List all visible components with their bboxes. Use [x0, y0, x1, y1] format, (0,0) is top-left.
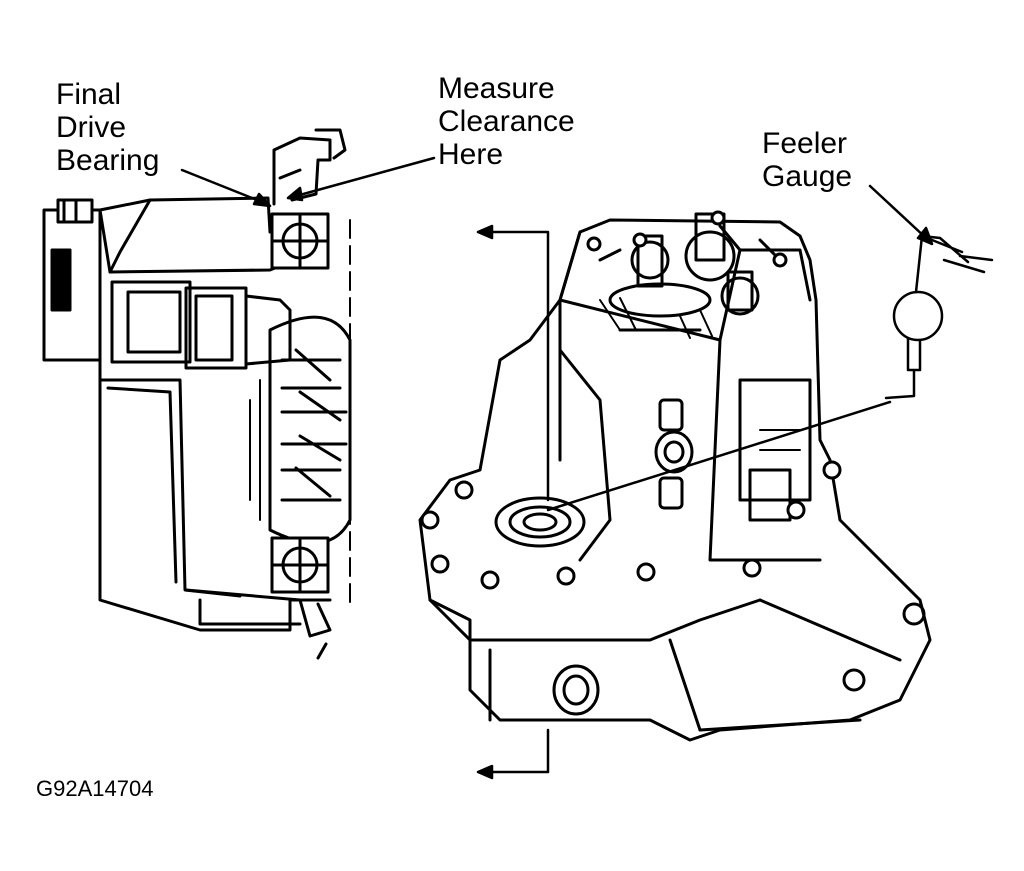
measure-clearance-line-3: Here [438, 138, 504, 171]
feeler-gauge-line-1: Feeler [762, 127, 848, 160]
final-drive-bearing-label: Final Drive Bearing [56, 78, 159, 177]
final-drive-cross-section [42, 128, 352, 660]
feeler-gauge-line-2: Gauge [762, 160, 853, 193]
measure-clearance-line-2: Clearance [438, 105, 575, 138]
figure-code: G92A14704 [36, 776, 154, 801]
feeler-gauge-label: Feeler Gauge [762, 127, 852, 193]
final-drive-bearing-line-3: Bearing [56, 144, 160, 177]
transaxle-case [418, 210, 932, 742]
measure-clearance-line-1: Measure [438, 72, 555, 105]
final-drive-bearing-line-2: Drive [56, 111, 127, 144]
feeler-gauge [546, 184, 994, 512]
leader-lines-left [180, 156, 436, 208]
axle-centerline [476, 224, 550, 780]
measure-clearance-label: Measure Clearance Here [438, 72, 575, 171]
final-drive-bearing-line-1: Final [56, 78, 122, 111]
